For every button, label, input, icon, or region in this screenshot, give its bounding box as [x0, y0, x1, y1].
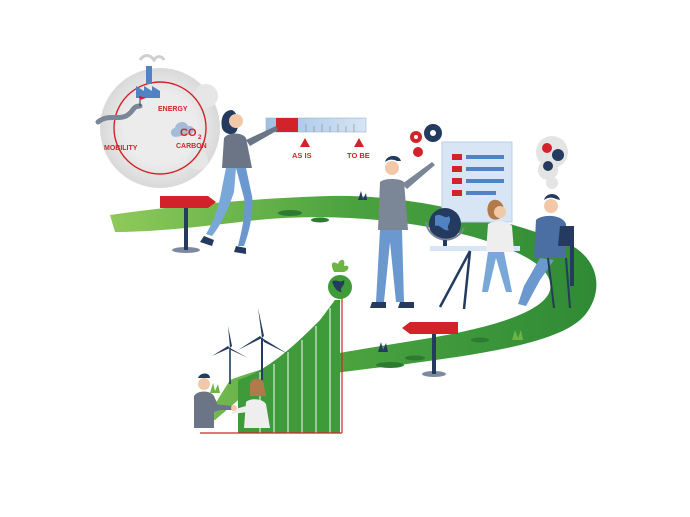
sustainability-bubble: ENERGY CO 2 CARBON MOBILITY	[95, 54, 220, 188]
desk	[430, 246, 520, 310]
winding-grass-path	[110, 191, 597, 420]
globe-icon	[425, 208, 465, 248]
gear-icon	[410, 124, 442, 157]
presenter-woman	[200, 110, 278, 254]
to-be-label: TO BE	[347, 151, 370, 160]
factory-icon	[136, 54, 166, 98]
as-is-to-be-scale: AS IS TO BE	[265, 117, 370, 160]
gear-icon	[536, 136, 568, 189]
road-icon	[95, 96, 146, 125]
as-is-label: AS IS	[292, 151, 312, 160]
co2-subscript: 2	[198, 135, 202, 141]
as-is-marker	[276, 118, 298, 132]
carbon-label: CARBON	[176, 143, 207, 150]
signpost-icon	[160, 196, 216, 253]
handshake-people	[194, 373, 270, 428]
cloud-icon	[170, 122, 194, 137]
mobility-label: MOBILITY	[104, 145, 138, 152]
seated-woman	[482, 199, 514, 292]
energy-label: ENERGY	[158, 106, 188, 113]
seated-man	[518, 194, 574, 309]
co2-label: CO	[180, 127, 197, 139]
signpost-icon	[402, 322, 458, 377]
wind-turbine-icon	[212, 308, 288, 384]
presenter-man	[370, 155, 435, 308]
